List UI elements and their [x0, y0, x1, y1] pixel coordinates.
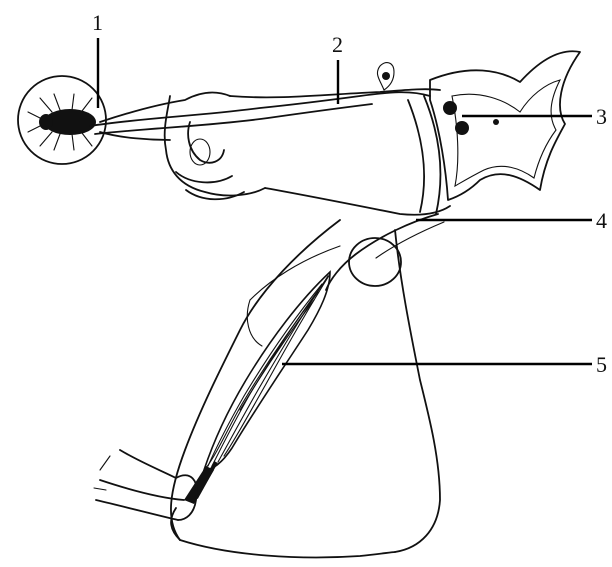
sensory-ganglion-icon	[382, 72, 390, 80]
upper-arm-outline	[171, 220, 440, 557]
muscle-fiber-lines	[206, 274, 330, 468]
label-5: 5	[596, 352, 607, 377]
spinal-cord-section	[430, 51, 580, 200]
interneuron-cell-body-icon	[443, 101, 457, 115]
label-3: 3	[596, 104, 607, 129]
elbow-joint	[349, 238, 401, 286]
sensory-neuron	[90, 63, 430, 134]
stimulus-insect	[18, 76, 106, 164]
label-4: 4	[596, 208, 607, 233]
biceps-muscle	[184, 272, 330, 504]
motor-neuron	[326, 214, 444, 290]
motor-neuron-cell-body-icon	[455, 121, 469, 135]
label-1: 1	[92, 10, 103, 35]
hand-outline	[100, 93, 265, 200]
label-2: 2	[332, 32, 343, 57]
forearm-bones	[94, 450, 197, 540]
